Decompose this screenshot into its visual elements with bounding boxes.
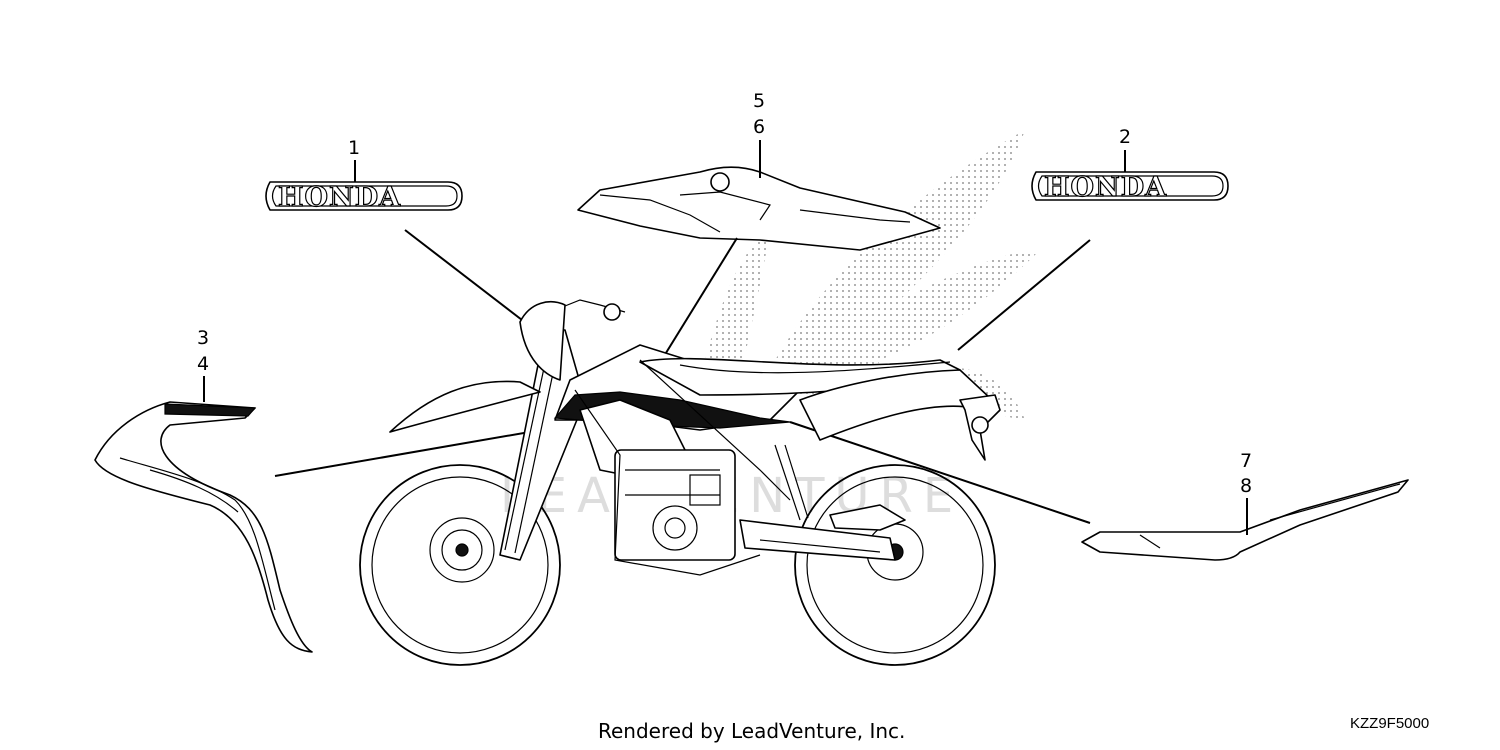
part-2-honda-emblem[interactable]: HONDA	[1031, 171, 1229, 204]
callout-1: 1	[348, 137, 360, 159]
part-1-honda-emblem[interactable]: HONDA	[265, 181, 463, 214]
callout-7: 7	[1240, 450, 1252, 472]
callout-5: 5	[753, 90, 765, 112]
callout-8: 8	[1240, 475, 1252, 497]
part-5-6-tank-stripe[interactable]	[577, 166, 941, 251]
callout-3: 3	[197, 327, 209, 349]
callout-4: 4	[197, 353, 209, 375]
footer-credit: Rendered by LeadVenture, Inc.	[598, 719, 905, 743]
leader-3-4	[274, 424, 571, 477]
diagram-code: KZZ9F5000	[1350, 715, 1429, 732]
motorcycle-illustration	[359, 299, 1001, 666]
leader-2	[957, 239, 1091, 351]
leader-7-8	[789, 421, 1091, 524]
emblem-left-text: HONDA	[278, 182, 401, 213]
part-3-4-shroud-stripe[interactable]	[94, 401, 313, 653]
part-7-8-side-stripe[interactable]	[1081, 479, 1409, 561]
callout-2: 2	[1119, 126, 1131, 148]
emblem-right-text: HONDA	[1044, 172, 1167, 203]
callout-6: 6	[753, 116, 765, 138]
leader-1	[404, 229, 523, 321]
